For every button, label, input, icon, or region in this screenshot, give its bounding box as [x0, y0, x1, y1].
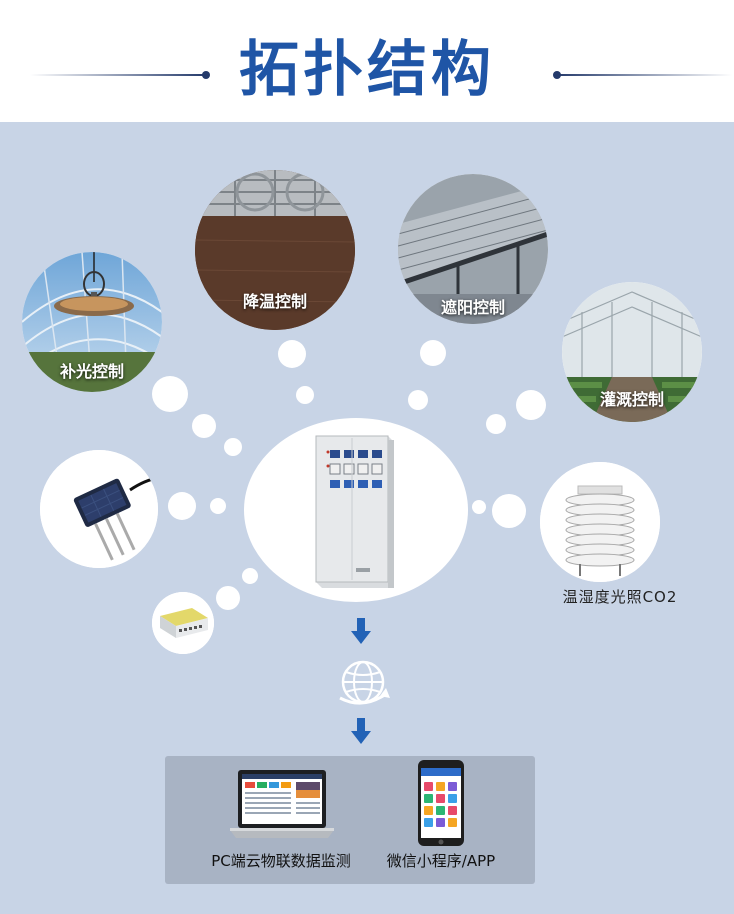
- gateway-node: [152, 592, 214, 654]
- connector-bubble: [152, 376, 188, 412]
- connector-bubble: [420, 340, 446, 366]
- arrow-down-icon: [351, 618, 371, 646]
- connector-bubble: [486, 414, 506, 434]
- cooling-node: 降温控制: [195, 170, 355, 330]
- header-line-right: [556, 74, 732, 76]
- fill-light-label: 补光控制: [59, 362, 124, 381]
- connector-bubble: [224, 438, 242, 456]
- gateway-image: [152, 592, 214, 654]
- header-line-left: [30, 74, 206, 76]
- cloud-globe-icon: [336, 658, 390, 708]
- connector-bubble: [296, 386, 314, 404]
- header-dot-left: [202, 71, 210, 79]
- env-sensor-label: 温湿度光照CO2: [562, 588, 678, 606]
- control-cabinet-node: [244, 418, 468, 602]
- mobile-app-label: 微信小程序/APP: [386, 852, 496, 870]
- connector-bubble: [516, 390, 546, 420]
- cooling-label: 降温控制: [242, 292, 307, 311]
- connector-bubble: [242, 568, 258, 584]
- output-panel: [165, 756, 535, 884]
- header: 拓扑结构: [0, 0, 734, 122]
- connector-bubble: [472, 500, 486, 514]
- arrow-down-icon: [351, 718, 371, 746]
- mobile-phone-icon: [418, 760, 464, 846]
- env-sensor-node: [540, 462, 660, 582]
- page-title: 拓扑结构: [239, 35, 495, 105]
- connector-bubble: [408, 390, 428, 410]
- connector-bubble: [192, 414, 216, 438]
- fill-light-node: 补光控制: [22, 252, 162, 392]
- soil-sensor-node: [40, 450, 158, 568]
- connector-bubble: [210, 498, 226, 514]
- env-sensor-image: [540, 462, 660, 582]
- pc-monitoring-label: PC端云物联数据监测: [211, 852, 351, 870]
- connector-bubble: [216, 586, 240, 610]
- laptop-icon: [230, 770, 334, 840]
- connector-bubble: [492, 494, 526, 528]
- irrigation-node: 灌溉控制: [562, 282, 702, 422]
- control-cabinet-image: [315, 435, 394, 588]
- connector-bubble: [168, 492, 196, 520]
- connector-bubble: [278, 340, 306, 368]
- shading-node: 遮阳控制: [398, 174, 548, 324]
- soil-sensor-image: [40, 450, 158, 568]
- cooling-image: [195, 170, 355, 330]
- irrigation-label: 灌溉控制: [599, 390, 664, 409]
- shading-label: 遮阳控制: [440, 298, 505, 317]
